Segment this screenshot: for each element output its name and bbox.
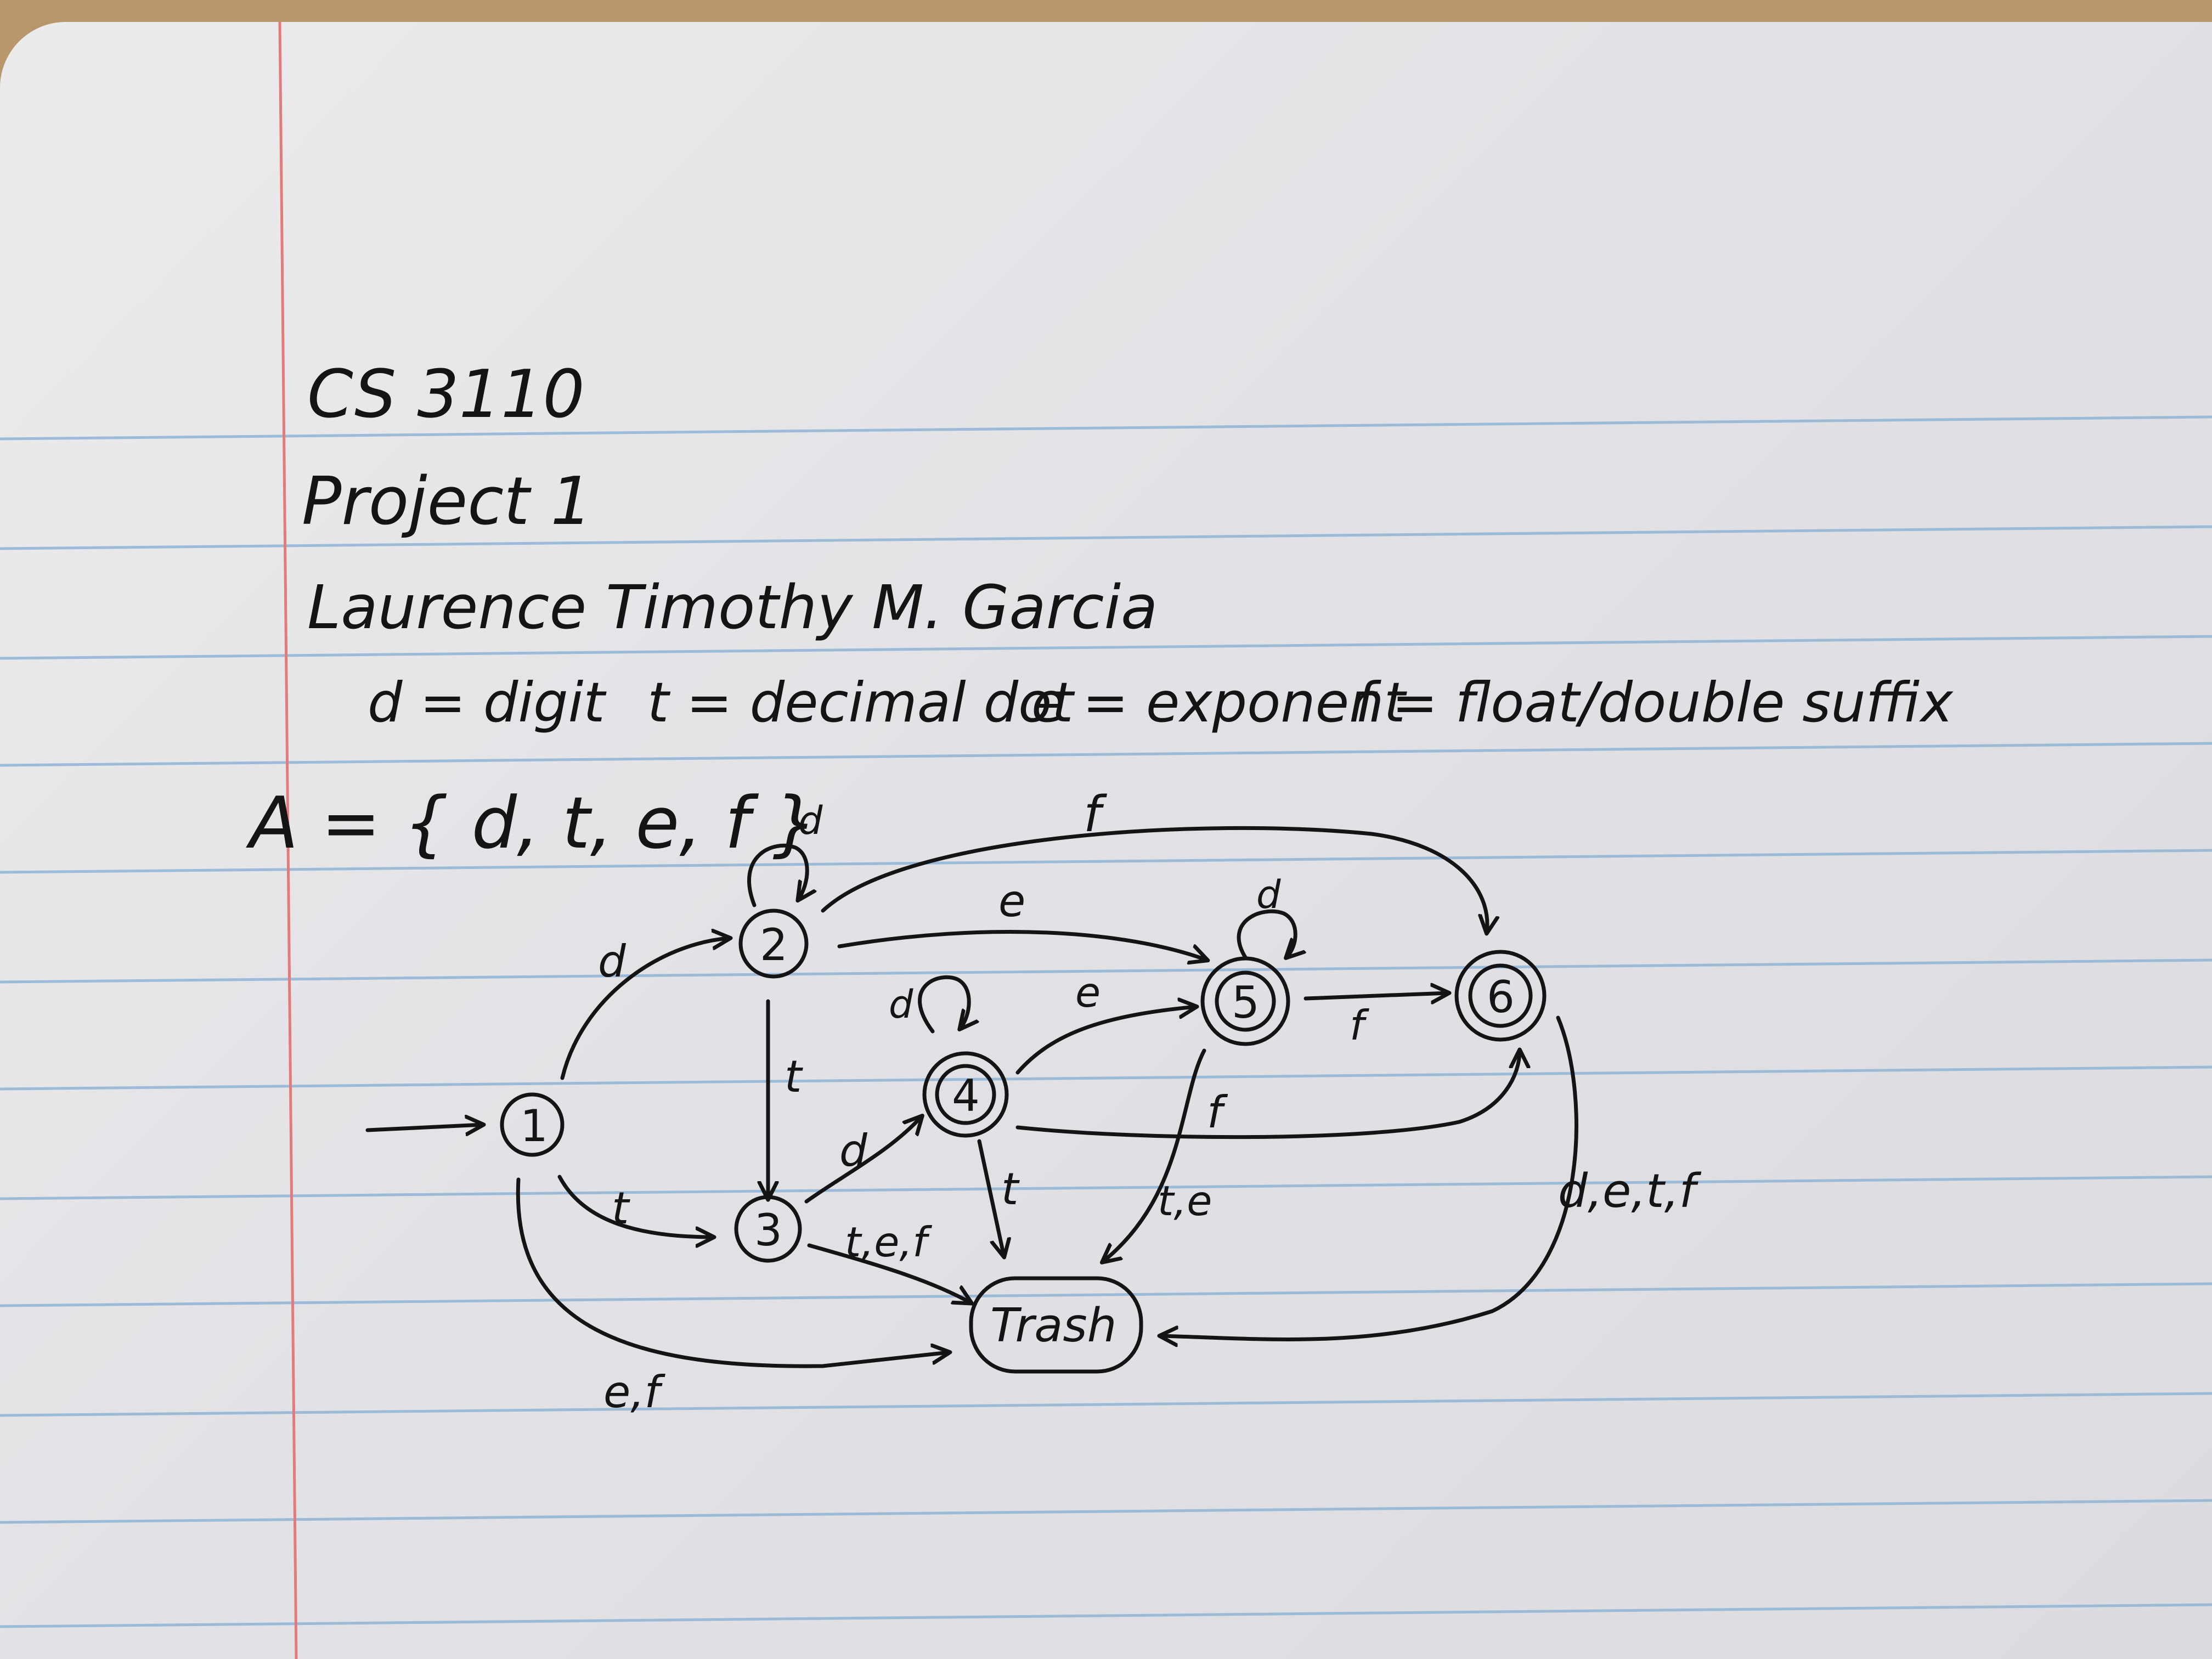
state-5-label: 5 bbox=[1232, 977, 1260, 1028]
edge-label-6-trash: d,e,t,f bbox=[1558, 1164, 1702, 1218]
edge-label-5-trash: t,e bbox=[1158, 1177, 1212, 1225]
state-trash-label: Trash bbox=[990, 1299, 1117, 1353]
edge-label-2-5: e bbox=[998, 876, 1025, 927]
author-name: Laurence Timothy M. Garcia bbox=[307, 572, 1158, 642]
edge-label-1-3: t bbox=[612, 1183, 630, 1234]
legend-t: t = decimal dot bbox=[647, 670, 1075, 735]
margin-line bbox=[278, 21, 298, 1659]
state-2-label: 2 bbox=[760, 919, 788, 970]
state-6-label: 6 bbox=[1487, 972, 1515, 1023]
edge-start bbox=[365, 1125, 483, 1130]
edge-4-6 bbox=[1015, 1051, 1520, 1139]
edge-label-4-5: e bbox=[1075, 968, 1101, 1017]
project-title: Project 1 bbox=[302, 464, 592, 540]
state-4: 4 bbox=[922, 1051, 1009, 1138]
edge-4-trash bbox=[977, 1139, 1004, 1256]
notebook-paper bbox=[0, 22, 2212, 1659]
ruled-lines bbox=[0, 415, 2212, 1628]
legend-f: f = float/double suffix bbox=[1355, 670, 1954, 735]
state-4-label: 4 bbox=[952, 1070, 980, 1121]
transition-labels: d t e,f d t e f d t,e,f d e f t d f t,e … bbox=[598, 786, 1702, 1418]
edge-label-3-4: d bbox=[839, 1125, 868, 1176]
edge-1-trash bbox=[516, 1177, 949, 1368]
edge-2-2 bbox=[747, 843, 807, 907]
edge-1-2 bbox=[560, 938, 730, 1080]
edge-6-trash bbox=[1160, 1015, 1578, 1339]
edge-4-5 bbox=[1015, 1007, 1196, 1075]
edge-label-2-3: t bbox=[785, 1051, 803, 1102]
state-1-label: 1 bbox=[520, 1101, 548, 1152]
edge-label-4-4: d bbox=[889, 982, 913, 1027]
edge-5-trash bbox=[1103, 1048, 1206, 1262]
edge-3-4 bbox=[804, 1116, 922, 1204]
state-6: 6 bbox=[1454, 950, 1547, 1042]
state-3: 3 bbox=[734, 1195, 802, 1263]
edge-4-4 bbox=[918, 975, 969, 1034]
states: 1 2 3 4 5 6 bbox=[500, 909, 1547, 1374]
edge-3-trash bbox=[807, 1243, 971, 1303]
legend-e: e = exponent bbox=[1031, 670, 1408, 735]
state-5: 5 bbox=[1200, 956, 1290, 1046]
edge-label-5-5: d bbox=[1256, 872, 1281, 917]
edge-label-2-2: d bbox=[798, 798, 823, 843]
edge-label-1-2: d bbox=[598, 936, 627, 987]
state-1: 1 bbox=[500, 1092, 565, 1157]
state-3-label: 3 bbox=[754, 1205, 782, 1256]
edge-5-6 bbox=[1304, 993, 1448, 998]
edge-2-5 bbox=[837, 930, 1207, 960]
edge-1-3 bbox=[557, 1175, 713, 1237]
symbol-legend: d = digit t = decimal dot e = exponent f… bbox=[368, 670, 1954, 735]
state-trash: Trash bbox=[969, 1276, 1143, 1374]
edge-label-4-trash: t bbox=[1001, 1164, 1020, 1215]
edge-2-6 bbox=[821, 826, 1487, 933]
header: CS 3110 Project 1 Laurence Timothy M. Ga… bbox=[302, 357, 1158, 642]
edge-label-4-6: f bbox=[1207, 1087, 1228, 1138]
state-2: 2 bbox=[738, 909, 809, 979]
edge-label-3-trash: t,e,f bbox=[845, 1218, 932, 1266]
edge-5-5 bbox=[1237, 909, 1295, 957]
course-title: CS 3110 bbox=[307, 357, 585, 433]
edge-label-5-6: f bbox=[1350, 1001, 1369, 1049]
alphabet-definition: A = { d, t, e, f } bbox=[246, 781, 818, 865]
edge-label-1-trash: e,f bbox=[603, 1367, 666, 1418]
transitions bbox=[365, 826, 1578, 1368]
legend-d: d = digit bbox=[368, 670, 607, 735]
